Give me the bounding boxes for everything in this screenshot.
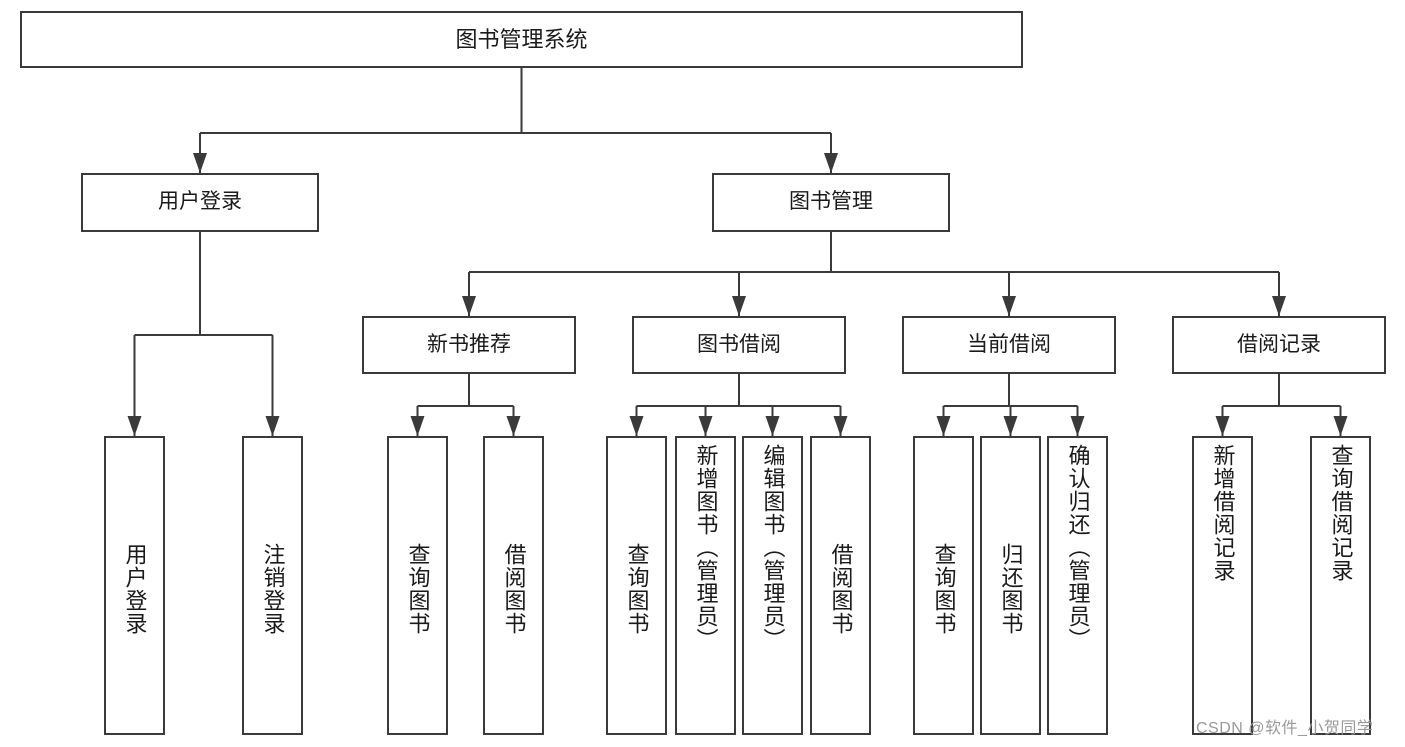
node-leaf-return[interactable]: 归还图书 [980, 436, 1041, 735]
node-user-login[interactable]: 用户登录 [81, 173, 319, 232]
arrowhead-icon [265, 416, 280, 436]
node-leaf-add-book[interactable]: 新增图书（管理员） [675, 436, 736, 735]
node-label: 确认归还（管理员） [1065, 444, 1091, 651]
node-leaf-query-3[interactable]: 查询图书 [913, 436, 974, 735]
node-leaf-user-login[interactable]: 用户登录 [104, 436, 165, 735]
node-leaf-logout[interactable]: 注销登录 [242, 436, 303, 735]
arrowhead-icon [1215, 416, 1230, 436]
arrowhead-icon [833, 416, 848, 436]
node-book-manage[interactable]: 图书管理 [712, 173, 950, 232]
arrowhead-icon [127, 416, 142, 436]
arrowhead-icon [629, 416, 644, 436]
node-label: 查询图书 [931, 542, 957, 635]
arrowhead-icon [1070, 416, 1085, 436]
node-label: 图书管理 [789, 190, 873, 214]
node-label: 图书借阅 [697, 332, 781, 356]
arrowhead-icon [462, 296, 476, 316]
node-label: 当前借阅 [967, 332, 1051, 356]
node-label: 编辑图书（管理员） [760, 444, 786, 651]
arrowhead-icon [732, 296, 746, 316]
node-leaf-query-1[interactable]: 查询图书 [387, 436, 448, 735]
node-leaf-borrow-1[interactable]: 借阅图书 [483, 436, 544, 735]
node-leaf-add-rec[interactable]: 新增借阅记录 [1192, 436, 1253, 735]
node-label: 查询图书 [624, 542, 650, 635]
arrowhead-icon [506, 416, 521, 436]
arrowhead-icon [1002, 296, 1016, 316]
node-current-borrow[interactable]: 当前借阅 [902, 316, 1116, 374]
node-label: 借阅记录 [1237, 332, 1321, 356]
node-label: 借阅图书 [828, 542, 854, 635]
arrowhead-icon [1003, 416, 1018, 436]
node-label: 查询图书 [405, 542, 431, 635]
arrowhead-icon [824, 153, 838, 173]
node-borrow-record[interactable]: 借阅记录 [1172, 316, 1386, 374]
node-label: 注销登录 [260, 542, 286, 635]
node-leaf-confirm[interactable]: 确认归还（管理员） [1047, 436, 1108, 735]
node-label: 用户登录 [158, 190, 242, 214]
arrowhead-icon [765, 416, 780, 436]
arrowhead-icon [193, 153, 207, 173]
node-book-borrow[interactable]: 图书借阅 [632, 316, 846, 374]
node-label: 借阅图书 [501, 542, 527, 635]
arrowhead-icon [1272, 296, 1286, 316]
node-label: 查询借阅记录 [1328, 444, 1354, 582]
node-label: 新增图书（管理员） [693, 444, 719, 651]
node-leaf-edit-book[interactable]: 编辑图书（管理员） [742, 436, 803, 735]
node-label: 图书管理系统 [455, 26, 588, 52]
node-new-book-rec[interactable]: 新书推荐 [362, 316, 576, 374]
arrowhead-icon [698, 416, 713, 436]
node-label: 归还图书 [998, 542, 1024, 635]
arrowhead-icon [410, 416, 425, 436]
node-leaf-query-rec[interactable]: 查询借阅记录 [1310, 436, 1371, 735]
node-root[interactable]: 图书管理系统 [20, 11, 1023, 68]
node-leaf-query-2[interactable]: 查询图书 [606, 436, 667, 735]
node-label: 新书推荐 [427, 332, 511, 356]
arrowhead-icon [1333, 416, 1348, 436]
node-leaf-borrow-2[interactable]: 借阅图书 [810, 436, 871, 735]
node-label: 用户登录 [122, 542, 148, 635]
arrowhead-icon [936, 416, 951, 436]
node-label: 新增借阅记录 [1210, 444, 1236, 582]
